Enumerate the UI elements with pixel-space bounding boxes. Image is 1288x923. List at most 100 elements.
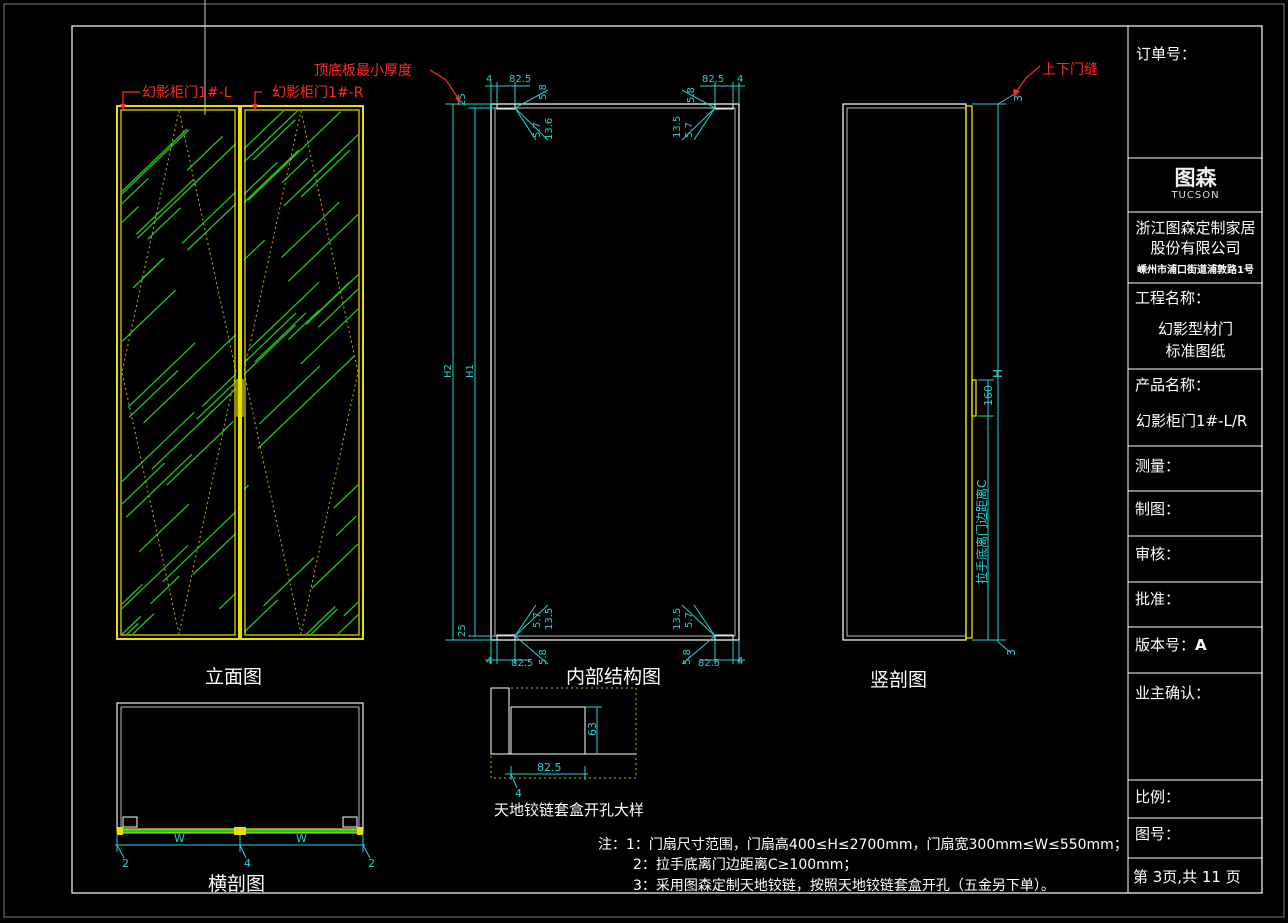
dim-br-4: 4: [737, 656, 743, 667]
dim-tr-57: 5.7: [684, 122, 695, 138]
glass-hatch-line: [244, 599, 279, 634]
hs-gap-mid: 4: [244, 857, 251, 870]
diamond-right: [243, 110, 359, 635]
glass-hatch-line: [122, 128, 188, 193]
glass-hatch-line: [186, 135, 224, 171]
dim-gap-top: 3: [1012, 95, 1025, 102]
dim-tl-4: 4: [486, 74, 492, 85]
dim-25-top: 25: [457, 93, 468, 106]
company-logo: 图森 TUCSON: [1128, 166, 1263, 201]
dim-br-58: 5.8: [682, 649, 693, 665]
glass-hatch-line: [287, 309, 320, 341]
glass-hatch-line: [335, 515, 357, 537]
tb-page: 第 3页,共 11 页: [1133, 868, 1241, 886]
glass-hatch-line: [166, 421, 234, 486]
handle-distance-note: 拉手底离门边距离C: [974, 480, 989, 584]
callout-left-arrow: [120, 104, 126, 110]
callout-thickness-arrow: [455, 97, 461, 104]
dim-tr-825: 82.5: [702, 74, 724, 85]
door-frame-left: [116, 105, 240, 640]
glass-hatch-line: [343, 601, 358, 617]
internal-inner: [494, 107, 736, 637]
glass-hatch-line: [218, 591, 236, 610]
tb-approve: 批准：: [1135, 590, 1181, 608]
glass-hatch-line: [201, 373, 236, 407]
dim-br-825: 82.5: [698, 658, 720, 669]
glass-hatch-line: [244, 149, 300, 204]
glass-hatch-line: [122, 289, 176, 342]
glass-hatch-line: [125, 453, 193, 518]
tb-product-value: 幻影柜门1#-L/R: [1136, 412, 1248, 430]
door-frame-right-inner: [244, 109, 360, 636]
glass-hatch-line: [244, 312, 297, 364]
glass-hatch-line: [257, 355, 355, 450]
view-title-elevation: 立面图: [205, 666, 263, 688]
dim-160: 160: [982, 385, 995, 406]
logo-en: TUCSON: [1171, 190, 1220, 201]
glass-hatch-line: [162, 510, 236, 583]
hs-corner-right: [357, 827, 363, 835]
glass-hatch-line: [300, 149, 351, 198]
callout-thickness-leader: [429, 69, 459, 99]
tb-draw: 制图：: [1135, 500, 1181, 518]
glass-hatch-line: [281, 201, 340, 258]
hinge-dim-825: 82.5: [537, 761, 562, 774]
internal-outer: [490, 103, 740, 641]
hinge-dim-63: 63: [586, 722, 599, 736]
hinge-detail-view: 63 82.5 4: [490, 687, 637, 800]
glass-hatch-line: [132, 257, 165, 289]
view-title-horizontal-section: 横剖图: [208, 873, 266, 895]
glass-hatch-line: [263, 557, 315, 607]
section-handle: [971, 379, 977, 417]
hinge-dim-4: 4: [515, 787, 522, 800]
dim-tl-825: 82.5: [509, 74, 531, 85]
tb-order-no: 订单号：: [1136, 45, 1197, 63]
section-outer: [842, 103, 967, 641]
tb-product-label: 产品名称：: [1135, 376, 1211, 394]
glass-hatch-line: [191, 142, 236, 187]
tb-review: 审核：: [1135, 545, 1181, 563]
glass-hatch-line: [244, 324, 297, 376]
glass-hatch-line: [122, 583, 143, 605]
glass-hatch-line: [128, 370, 179, 418]
dim-tr-58: 5.8: [686, 87, 697, 103]
glass-hatch-line: [333, 484, 358, 509]
hinge-slot-tl: [496, 103, 516, 110]
tb-version-value: A: [1195, 636, 1207, 654]
dim-h1: H1: [465, 364, 476, 378]
glass-hatch-line: [186, 202, 236, 251]
glass-hatch-line: [244, 239, 266, 261]
glass-hatch-line: [310, 608, 338, 634]
glass-hatch-line: [126, 623, 139, 634]
callout-right-door: 幻影柜门1#-R: [272, 85, 364, 101]
dim-br-57: 5.7: [684, 612, 695, 628]
tb-project-label: 工程名称：: [1135, 289, 1211, 307]
dim-tl-58: 5.8: [538, 84, 549, 100]
hs-corner-left: [117, 827, 123, 835]
hinge-panel: [490, 687, 510, 755]
callout-gap-leader: [1015, 65, 1041, 93]
callout-gap-arrow: [1013, 89, 1020, 97]
view-title-hinge-detail: 天地铰链套盒开孔大样: [494, 801, 645, 819]
section-door-edge: [965, 105, 973, 639]
dim-tl-57: 5.7: [532, 122, 543, 138]
hinge-slot-tr: [714, 103, 734, 110]
hs-hinge-left: [122, 816, 138, 828]
tb-version: 版本号：A: [1135, 634, 1270, 655]
glass-hatch-line: [151, 387, 236, 470]
tb-company-line2: 股份有限公司: [1150, 239, 1241, 257]
glass-hatch-line: [143, 333, 236, 424]
dim-25-bottom: 25: [457, 624, 468, 637]
hinge-slot-bl: [496, 634, 516, 641]
tb-drawing-no: 图号：: [1135, 825, 1181, 843]
tb-company-line1: 浙江图森定制家居: [1135, 219, 1256, 237]
glass-hatch-line: [244, 111, 285, 150]
tb-project-line2: 标准图纸: [1165, 342, 1226, 360]
view-title-vertical-section: 竖剖图: [870, 669, 928, 691]
glass-hatch-line: [149, 575, 180, 605]
hs-gap-left: 2: [122, 857, 129, 870]
glass-hatch-line: [300, 308, 358, 365]
hinge-slot: [510, 706, 586, 755]
glass-hatch-line: [122, 205, 140, 224]
